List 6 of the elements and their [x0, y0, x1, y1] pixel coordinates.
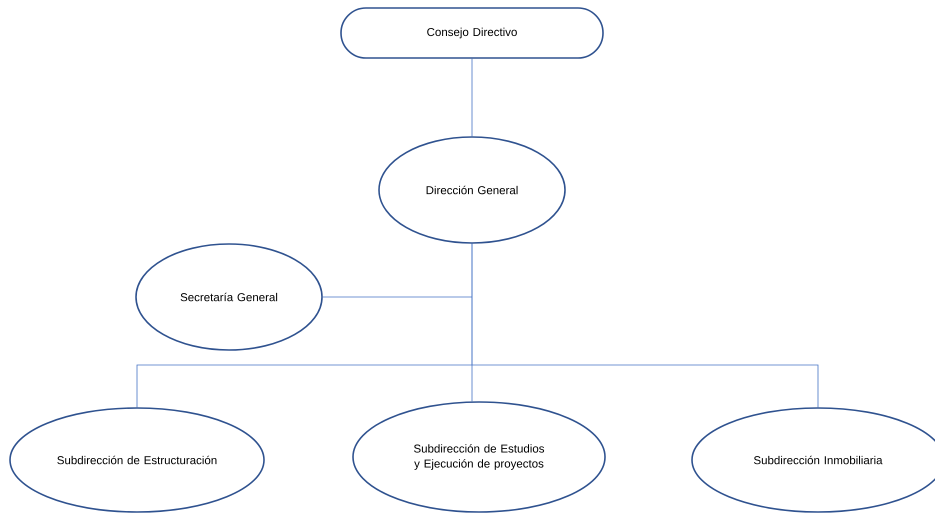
ellipse-node: Secretaría General	[135, 243, 323, 351]
ellipse-node: Subdirección de Estudios y Ejecución de proyectos	[352, 401, 606, 513]
rounded-box: Consejo Directivo	[340, 7, 604, 59]
connector-line	[472, 243, 818, 408]
ellipse-node: Dirección General	[378, 136, 566, 244]
ellipse-node: Subdirección de Estructuración	[9, 407, 265, 513]
